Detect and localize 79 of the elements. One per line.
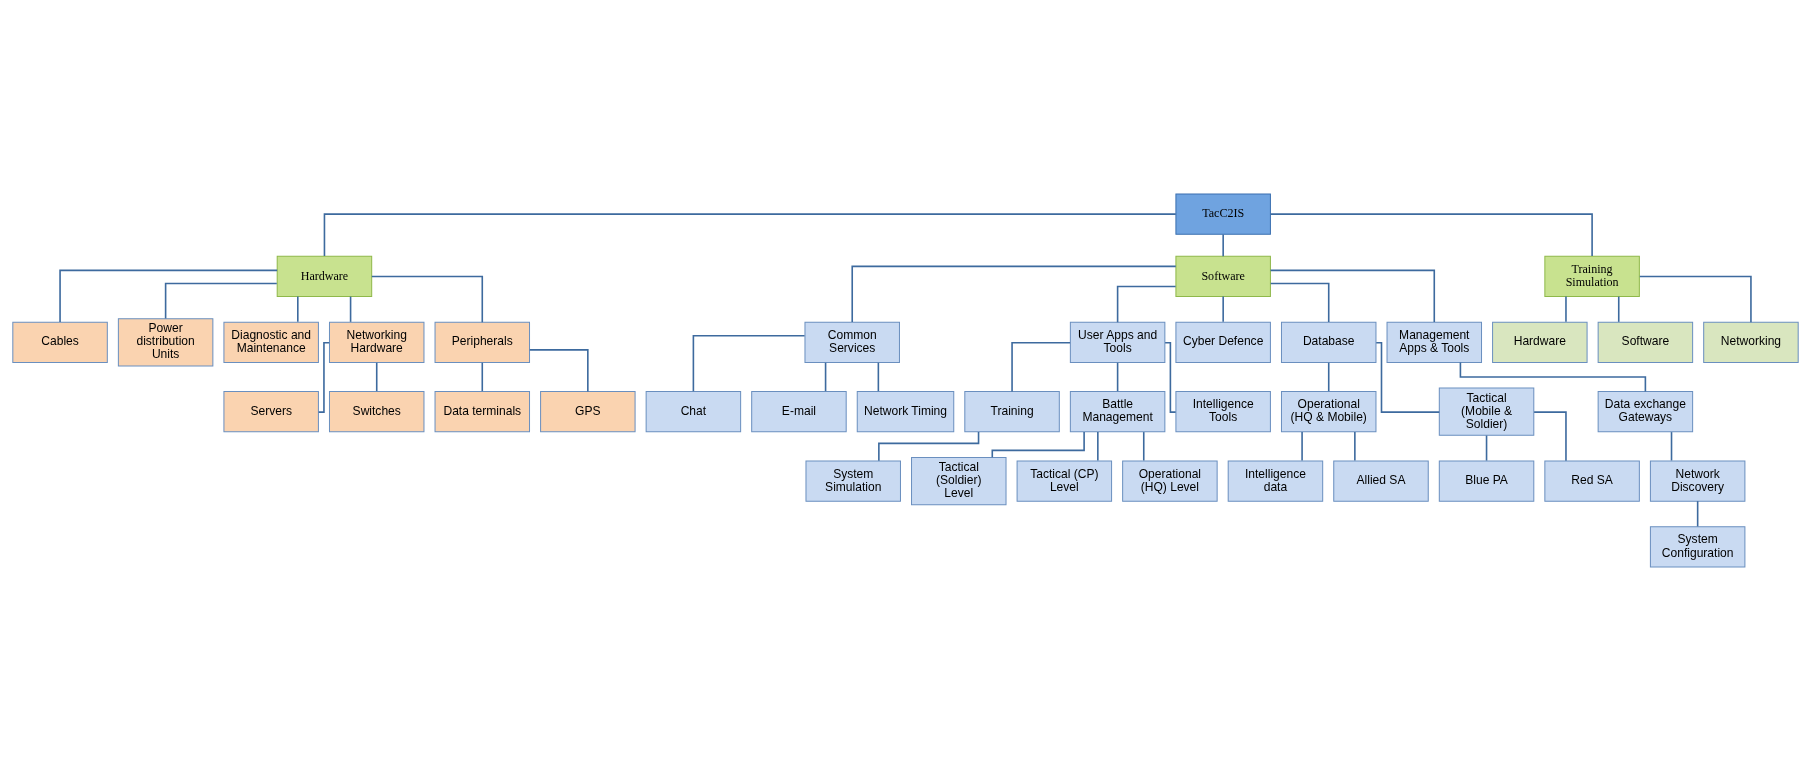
connector	[481, 361, 484, 392]
node-box: Switches	[328, 390, 425, 432]
connector	[375, 361, 378, 392]
node-box: Diagnostic and Maintenance	[223, 321, 319, 363]
connector	[297, 295, 299, 323]
connector	[1375, 341, 1441, 413]
connector	[1301, 430, 1303, 461]
connector	[1116, 361, 1119, 392]
node-box: GPS	[540, 390, 636, 432]
connector	[1565, 295, 1567, 323]
connector	[878, 430, 980, 462]
connector	[317, 341, 330, 413]
connector	[1670, 430, 1673, 461]
connector	[877, 361, 880, 392]
node-box: Cables	[12, 321, 108, 363]
connector	[1142, 430, 1145, 461]
connector	[1097, 430, 1099, 461]
node-box: Hardware	[276, 255, 373, 297]
node-box: TacC2IS	[1175, 193, 1271, 235]
node-box: Networking Hardware	[328, 321, 425, 363]
connector	[1269, 269, 1436, 323]
node-box: Tactical (Soldier) Level	[911, 456, 1007, 505]
node-box: Tactical (CP) Level	[1016, 459, 1113, 502]
node-box: Database	[1280, 321, 1377, 363]
node-box: Power distribution Units	[117, 317, 214, 366]
connector	[824, 361, 827, 392]
node-box: Hardware	[1492, 321, 1588, 363]
connector	[1269, 282, 1330, 323]
node-box: Operational (HQ) Level	[1122, 459, 1218, 502]
node-box: Blue PA	[1438, 459, 1535, 502]
node-box: System Configuration	[1649, 525, 1746, 567]
node-box: Training	[964, 390, 1060, 432]
connector	[1327, 361, 1330, 392]
connector	[1116, 285, 1177, 323]
connector	[1269, 212, 1593, 257]
node-box: Training Simulation	[1544, 255, 1640, 297]
node-box: Networking	[1703, 321, 1799, 363]
connector	[1459, 361, 1647, 392]
node-box: Software	[1597, 321, 1694, 363]
connector	[349, 295, 352, 323]
node-box: Intelligence data	[1227, 459, 1324, 502]
node-box: Software	[1175, 255, 1271, 297]
node-box: System Simulation	[805, 459, 901, 502]
connector	[1354, 430, 1356, 461]
connector	[1617, 295, 1620, 323]
node-box: Red SA	[1544, 459, 1640, 502]
connector	[1533, 410, 1567, 462]
node-box: Data terminals	[434, 390, 531, 432]
node-box: Common Services	[804, 321, 900, 363]
node-box: Peripherals	[434, 321, 531, 363]
node-box: E-mail	[751, 390, 847, 432]
connector	[164, 282, 278, 319]
connector	[851, 265, 1177, 323]
node-box: Management Apps & Tools	[1386, 321, 1483, 363]
node-box: Servers	[223, 390, 319, 432]
connector	[1638, 275, 1752, 323]
node-box: Battle Management	[1069, 390, 1166, 432]
connector	[371, 275, 484, 323]
node-box: Allied SA	[1333, 459, 1429, 502]
node-box: Tactical (Mobile & Soldier)	[1438, 387, 1535, 436]
connector	[1164, 341, 1177, 413]
connector	[991, 430, 1085, 458]
node-box: User Apps and Tools	[1069, 321, 1166, 363]
connector	[1696, 499, 1699, 527]
node-box: Operational (HQ & Mobile)	[1280, 390, 1377, 432]
connector	[1485, 434, 1488, 461]
node-box: Intelligence Tools	[1175, 390, 1271, 432]
connector	[529, 348, 589, 392]
connector	[1222, 233, 1224, 257]
node-box: Network Discovery	[1649, 459, 1746, 502]
node-box: Data exchange Gateways	[1597, 390, 1694, 432]
node-box: Network Timing	[856, 390, 955, 432]
node-box: Cyber Defence	[1175, 321, 1271, 363]
connector	[323, 212, 1177, 257]
node-box: Chat	[645, 390, 742, 432]
connector	[1011, 341, 1071, 392]
connector	[692, 334, 806, 392]
connector	[1222, 295, 1224, 323]
connector	[59, 269, 278, 323]
